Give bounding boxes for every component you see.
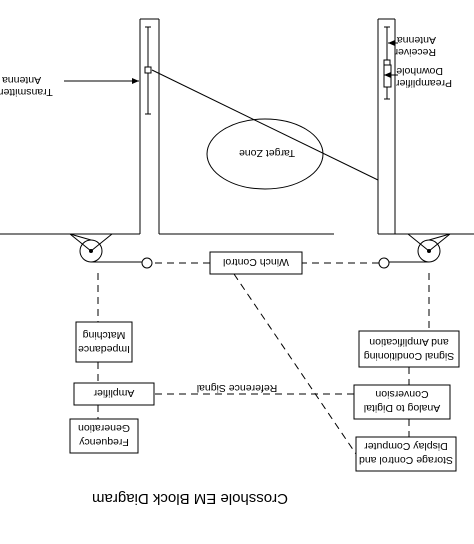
ray-path [151,69,379,181]
transmitter-arrowhead [132,78,139,84]
transmitter-probe [144,66,152,74]
matching-label: Matching [83,329,126,341]
generation-label: Generation [78,422,130,434]
right-sheave-tripod [69,233,113,263]
frequency-label: Frequency [78,436,128,448]
amplification-label: and Amplification [369,336,449,348]
transmitter-borehole [139,18,160,234]
winch-control-label: Winch Control [223,256,289,268]
receiver-label: Receiver [394,46,436,58]
downhole-label: Downhole [396,65,443,77]
display-computer-label: Display Computer [364,440,448,452]
reference-signal-label: Reference Signal [197,382,278,394]
transmitter-label: Transmitter [0,86,53,98]
conversion-label: Conversion [375,388,428,400]
antenna-right-label: Antenna [397,34,436,46]
receiver-borehole [377,18,396,234]
signal-conditioning-box [358,330,460,368]
receiver-arrowhead [388,40,395,46]
diagram-title: Crosshole EM Block Diagram [92,490,288,507]
receiver-probe-top [383,59,391,66]
signal-conditioning-label: Signal Conditioning [364,350,455,362]
antenna-left-label: Antenna [2,74,41,86]
analog-to-digital-box [353,384,451,420]
target-zone-label: Target Zone [239,147,295,159]
impedance-matching-box [75,321,133,363]
preamplifier-arrowhead [384,72,391,78]
right-pulley [141,257,153,269]
left-pulley [378,257,390,269]
amplifier-box [73,382,155,406]
storage-control-box [355,436,457,472]
left-sheave-tripod [407,233,451,263]
frequency-generation-box [69,418,139,454]
amplifier-label: Amplifier [93,387,134,399]
storage-control-label: Storage Control and [359,454,453,466]
preamplifier-label: Preamplifier [395,77,452,89]
winch-to-storage-line [233,273,357,455]
target-zone-ellipse [206,118,324,190]
impedance-label: Impedance [78,343,130,355]
analog-to-digital-label: Analog to Digital [364,402,440,414]
